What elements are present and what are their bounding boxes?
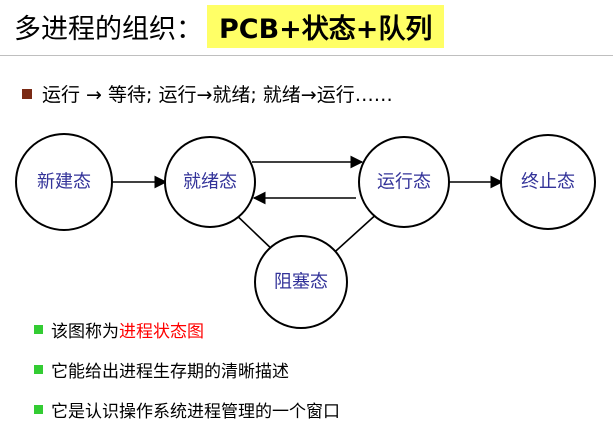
slide-title: 多进程的组织： PCB+状态+队列 — [14, 4, 445, 48]
bullet-item: 该图称为 进程状态图 — [34, 318, 340, 342]
state-node-running: 运行态 — [358, 136, 450, 228]
state-node-ready: 就绪态 — [164, 136, 256, 228]
state-label-blocked: 阻塞态 — [274, 272, 328, 293]
title-divider — [0, 55, 613, 56]
state-label-new: 新建态 — [37, 172, 91, 193]
bullet-item: 它是认识操作系统进程管理的一个窗口 — [34, 398, 340, 422]
process-state-diagram: 新建态 就绪态 运行态 终止态 阻塞态 — [15, 133, 596, 329]
title-main-text: 多进程的组织： — [14, 13, 203, 45]
state-label-terminated: 终止态 — [521, 172, 575, 193]
square-bullet-icon — [22, 88, 32, 99]
state-node-terminated: 终止态 — [500, 134, 596, 230]
green-square-bullet-icon — [34, 324, 43, 334]
bullet-text: 该图称为 — [51, 321, 119, 342]
state-node-new: 新建态 — [15, 133, 113, 231]
summary-bullet: 运行 → 等待; 运行→就绪; 就绪→运行…… — [22, 80, 393, 107]
bullet-item: 它能给出进程生存期的清晰描述 — [34, 358, 340, 382]
bullet-text: 它能给出进程生存期的清晰描述 — [51, 361, 289, 382]
green-square-bullet-icon — [34, 404, 43, 414]
bullet-emphasis-text: 进程状态图 — [119, 321, 204, 342]
bullet-list: 该图称为 进程状态图 它能给出进程生存期的清晰描述 它是认识操作系统进程管理的一… — [34, 318, 340, 438]
state-label-running: 运行态 — [377, 172, 431, 193]
title-highlight-text: PCB+状态+队列 — [207, 4, 445, 48]
green-square-bullet-icon — [34, 364, 43, 374]
bullet-text: 它是认识操作系统进程管理的一个窗口 — [51, 401, 340, 422]
summary-text: 运行 → 等待; 运行→就绪; 就绪→运行…… — [42, 84, 393, 106]
state-node-blocked: 阻塞态 — [254, 235, 348, 329]
state-label-ready: 就绪态 — [183, 172, 237, 193]
